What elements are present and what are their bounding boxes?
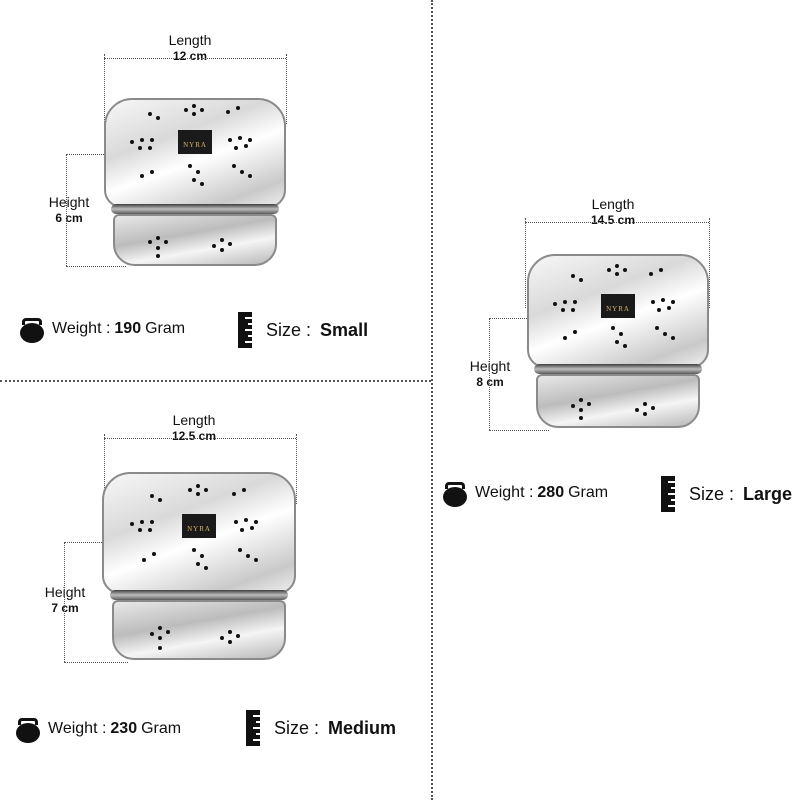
weight-unit: Gram [141, 720, 182, 737]
height-guide-bottom [64, 662, 128, 663]
height-guide-top [64, 542, 108, 543]
weight-info: Weight : 190 Gram [18, 314, 185, 344]
ruler-icon [659, 476, 677, 512]
height-label: Height [44, 584, 86, 600]
length-value: 12 cm [172, 49, 208, 63]
container-image: NYRA [102, 472, 296, 662]
weight-unit: Gram [568, 484, 609, 501]
height-label: Height [48, 194, 90, 210]
vertical-divider [431, 0, 433, 800]
height-guide-top [489, 318, 529, 319]
weight-label: Weight : [475, 484, 534, 501]
brand-logo: NYRA [182, 514, 216, 538]
length-guide-left [104, 434, 105, 504]
length-label: Length [168, 32, 212, 48]
size-label: Size : [689, 483, 735, 504]
container-image: NYRA [104, 98, 286, 268]
size-label: Size : [274, 717, 320, 738]
weight-unit: Gram [145, 320, 186, 337]
length-label: Length [172, 412, 216, 428]
container-base [113, 214, 277, 266]
panel-small: Length 12 cm Height 6 cm NYRA [0, 0, 431, 380]
length-label: Length [591, 196, 635, 212]
container-image: NYRA [527, 254, 709, 430]
height-guide-top [66, 154, 110, 155]
weight-info: Weight : 280 Gram [441, 478, 608, 508]
length-line [104, 58, 286, 59]
height-line [489, 318, 490, 430]
height-guide-bottom [66, 266, 126, 267]
length-guide-right [709, 218, 710, 308]
panel-medium: Length 12.5 cm Height 7 cm NYRA [0, 380, 431, 800]
ruler-icon [236, 312, 254, 348]
size-info: Size : Large [659, 476, 796, 512]
height-dimension: Height 6 cm [36, 194, 102, 226]
ruler-icon [244, 710, 262, 746]
brand-logo: NYRA [601, 294, 635, 318]
weight-value: 230 [110, 720, 138, 737]
length-value: 14.5 cm [590, 213, 636, 227]
weight-label: Weight : [52, 320, 111, 337]
height-value: 8 cm [476, 375, 504, 389]
length-dimension: Length 12.5 cm [144, 412, 244, 444]
length-dimension: Length 14.5 cm [563, 196, 663, 228]
container-base [111, 600, 287, 660]
length-guide-left [104, 54, 105, 124]
weight-value: 280 [537, 484, 565, 501]
height-line [66, 154, 67, 266]
height-dimension: Height 7 cm [32, 584, 98, 616]
container-rim [111, 204, 279, 214]
size-info: Size : Small [236, 312, 372, 348]
length-guide-right [296, 434, 297, 504]
height-line [64, 542, 65, 662]
weight-value: 190 [114, 320, 142, 337]
size-info: Size : Medium [244, 710, 400, 746]
weight-info: Weight : 230 Gram [14, 714, 181, 744]
weight-label: Weight : [48, 720, 107, 737]
height-label: Height [469, 358, 511, 374]
container-rim [109, 590, 289, 600]
kettlebell-icon [18, 314, 46, 344]
kettlebell-icon [14, 714, 42, 744]
length-guide-left [525, 218, 526, 308]
length-line [525, 222, 709, 223]
container-base [536, 374, 700, 428]
brand-logo: NYRA [178, 130, 212, 154]
size-label: Size : [266, 319, 312, 340]
size-value: Large [743, 483, 793, 504]
panel-large: Length 14.5 cm Height 8 cm NYRA [433, 0, 800, 800]
length-dimension: Length 12 cm [140, 32, 240, 64]
height-value: 7 cm [51, 601, 79, 615]
height-dimension: Height 8 cm [457, 358, 523, 390]
height-value: 6 cm [55, 211, 83, 225]
height-guide-bottom [489, 430, 549, 431]
length-value: 12.5 cm [171, 429, 217, 443]
horizontal-divider [0, 380, 431, 382]
container-rim [534, 364, 702, 374]
length-guide-right [286, 54, 287, 124]
kettlebell-icon [441, 478, 469, 508]
length-line [104, 438, 296, 439]
size-value: Medium [328, 717, 397, 738]
size-value: Small [320, 319, 369, 340]
